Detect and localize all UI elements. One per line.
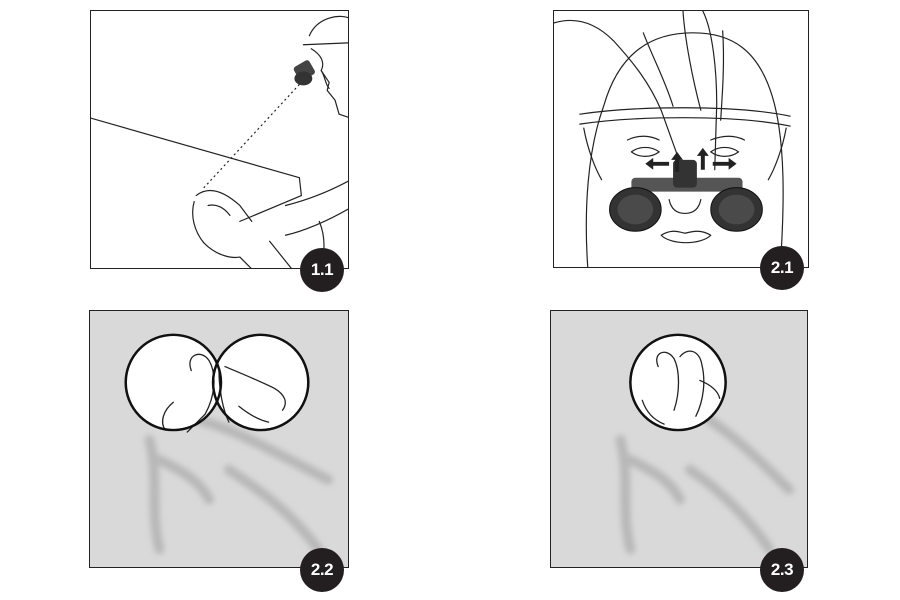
hand-outline [195, 189, 253, 222]
step-badge-2-1: 2.1 [760, 246, 804, 290]
step-2-1-illustration [554, 11, 791, 267]
loupe-icon [609, 159, 763, 232]
step-2-2-illustration [124, 333, 334, 555]
loupe-icon [293, 60, 315, 86]
step-2-2-panel [89, 310, 349, 568]
mouth [660, 230, 712, 244]
step-badge-1-1: 1.1 [300, 248, 344, 292]
arrow-icon [645, 147, 737, 172]
head-outline [308, 15, 348, 37]
finger-right [702, 11, 718, 171]
arm-upper [284, 180, 348, 207]
step-1-1-illustration [91, 15, 348, 268]
step-label: 2.1 [770, 258, 794, 277]
step-2-3-panel [550, 310, 808, 568]
step-2-1-panel [553, 10, 809, 268]
right-eye [710, 146, 740, 157]
finger-left [554, 19, 680, 161]
thumb-left [186, 353, 215, 433]
step-badge-2-2: 2.2 [300, 548, 344, 592]
head-outline [585, 32, 784, 267]
table-surface [91, 117, 302, 222]
step-label: 2.2 [310, 560, 334, 579]
finger-left [656, 351, 680, 411]
step-2-3-illustration [615, 333, 795, 555]
left-eye [630, 146, 660, 157]
step-label: 1.1 [310, 260, 334, 279]
step-1-1-panel [90, 10, 349, 269]
step-badge-2-3: 2.3 [760, 548, 804, 592]
nose [668, 198, 702, 215]
thumb-right [224, 365, 286, 411]
sight-line [201, 84, 300, 191]
finger-right [679, 350, 705, 417]
step-label: 2.3 [770, 560, 794, 579]
